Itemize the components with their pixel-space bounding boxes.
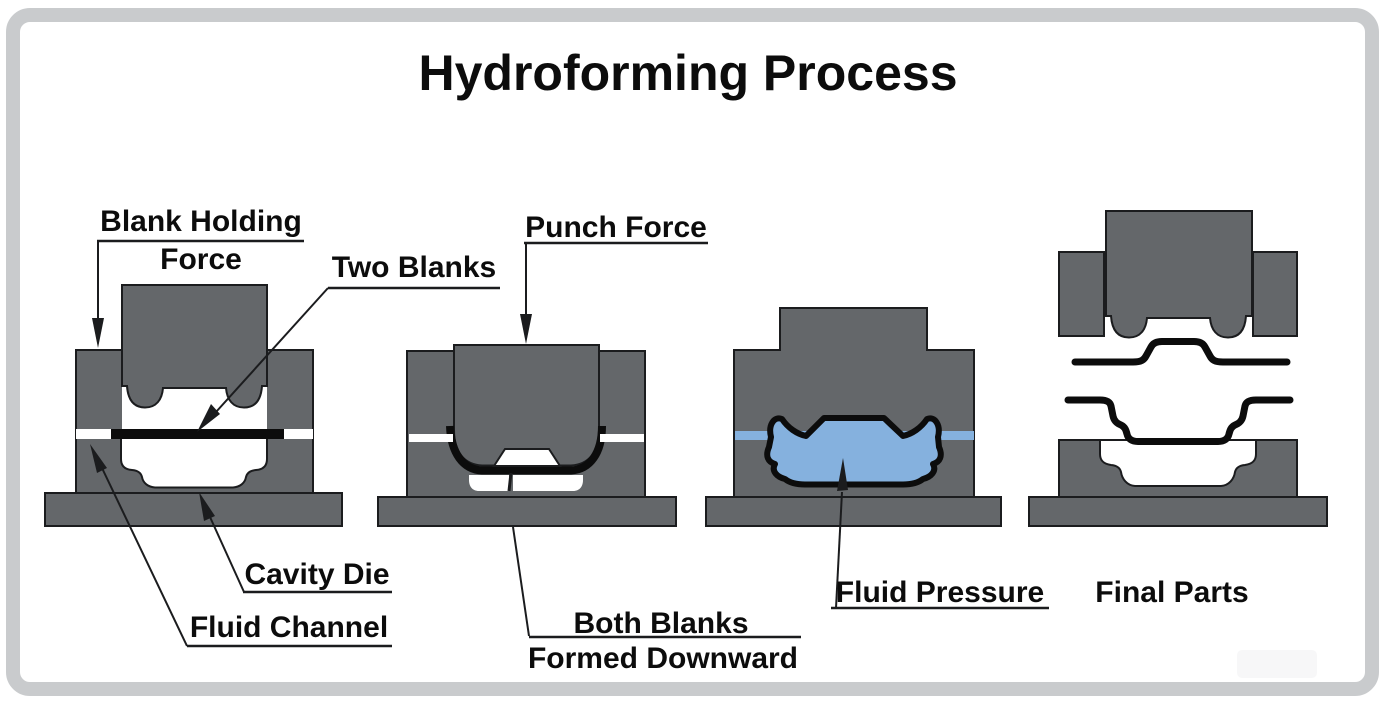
base-plate [44, 492, 343, 527]
fluid-channel-gap-right [600, 434, 644, 442]
page-title: Hydroforming Process [418, 45, 957, 101]
cavity-die-bowl [120, 430, 268, 489]
arrow-icon [197, 404, 220, 432]
arrow-icon [90, 444, 107, 473]
leader-line [835, 491, 843, 609]
pressurized-fluid-cavity [764, 415, 944, 488]
stage-1-blank-loading: Blank Holding Force Two Blanks Cavity Di… [44, 205, 500, 648]
watermark [1237, 650, 1317, 678]
arrow-down-icon [92, 318, 104, 348]
blank-edge-seam [507, 472, 513, 492]
base-plate [377, 496, 677, 527]
fluid-channel-gap-right [284, 429, 313, 439]
leader-line [209, 516, 245, 593]
two-blanks-sheet [111, 429, 284, 439]
stage-3-fluid-pressure: Fluid Pressure [705, 307, 1049, 610]
label-cavity-die: Cavity Die [244, 558, 389, 591]
base-plate [705, 496, 1002, 527]
label-punch-force: Punch Force [525, 211, 707, 244]
blank-holder-right [1252, 251, 1298, 337]
arrow-icon [199, 492, 215, 521]
leader-line [101, 467, 188, 647]
label-both-blanks: Both Blanks [573, 607, 748, 640]
final-part-lower [1064, 396, 1294, 445]
leader-line [215, 287, 329, 413]
cavity-die-bowl [1099, 439, 1257, 487]
label-final-parts: Final Parts [1095, 576, 1248, 609]
punch [121, 284, 268, 409]
formed-blanks [446, 425, 606, 475]
cavity-pocket-left [469, 475, 509, 491]
label-fluid-pressure: Fluid Pressure [836, 576, 1044, 609]
punch-raised [1105, 210, 1253, 339]
final-part-upper [1071, 338, 1291, 366]
label-formed-downward: Formed Downward [528, 642, 798, 675]
stage-4-final-parts: Final Parts [1028, 210, 1328, 609]
fluid-channel-gap-left [409, 434, 453, 442]
punch [453, 344, 600, 467]
base-plate [1028, 496, 1328, 527]
label-blank-holding-force-2: Force [160, 243, 242, 276]
arrow-down-icon [520, 314, 532, 344]
blank-holder-left [1058, 251, 1105, 337]
stage-2-punch-down: Punch Force Both Blanks Formed Downward [377, 211, 801, 675]
leader-line [512, 526, 530, 637]
label-two-blanks: Two Blanks [332, 251, 496, 284]
cavity-pocket-right [513, 475, 583, 491]
punch-face-gap [492, 448, 562, 467]
arrow-up-icon [837, 458, 848, 491]
fluid-channel-gap-left [76, 429, 111, 439]
label-fluid-channel: Fluid Channel [190, 611, 388, 644]
label-blank-holding-force: Blank Holding [100, 205, 302, 238]
